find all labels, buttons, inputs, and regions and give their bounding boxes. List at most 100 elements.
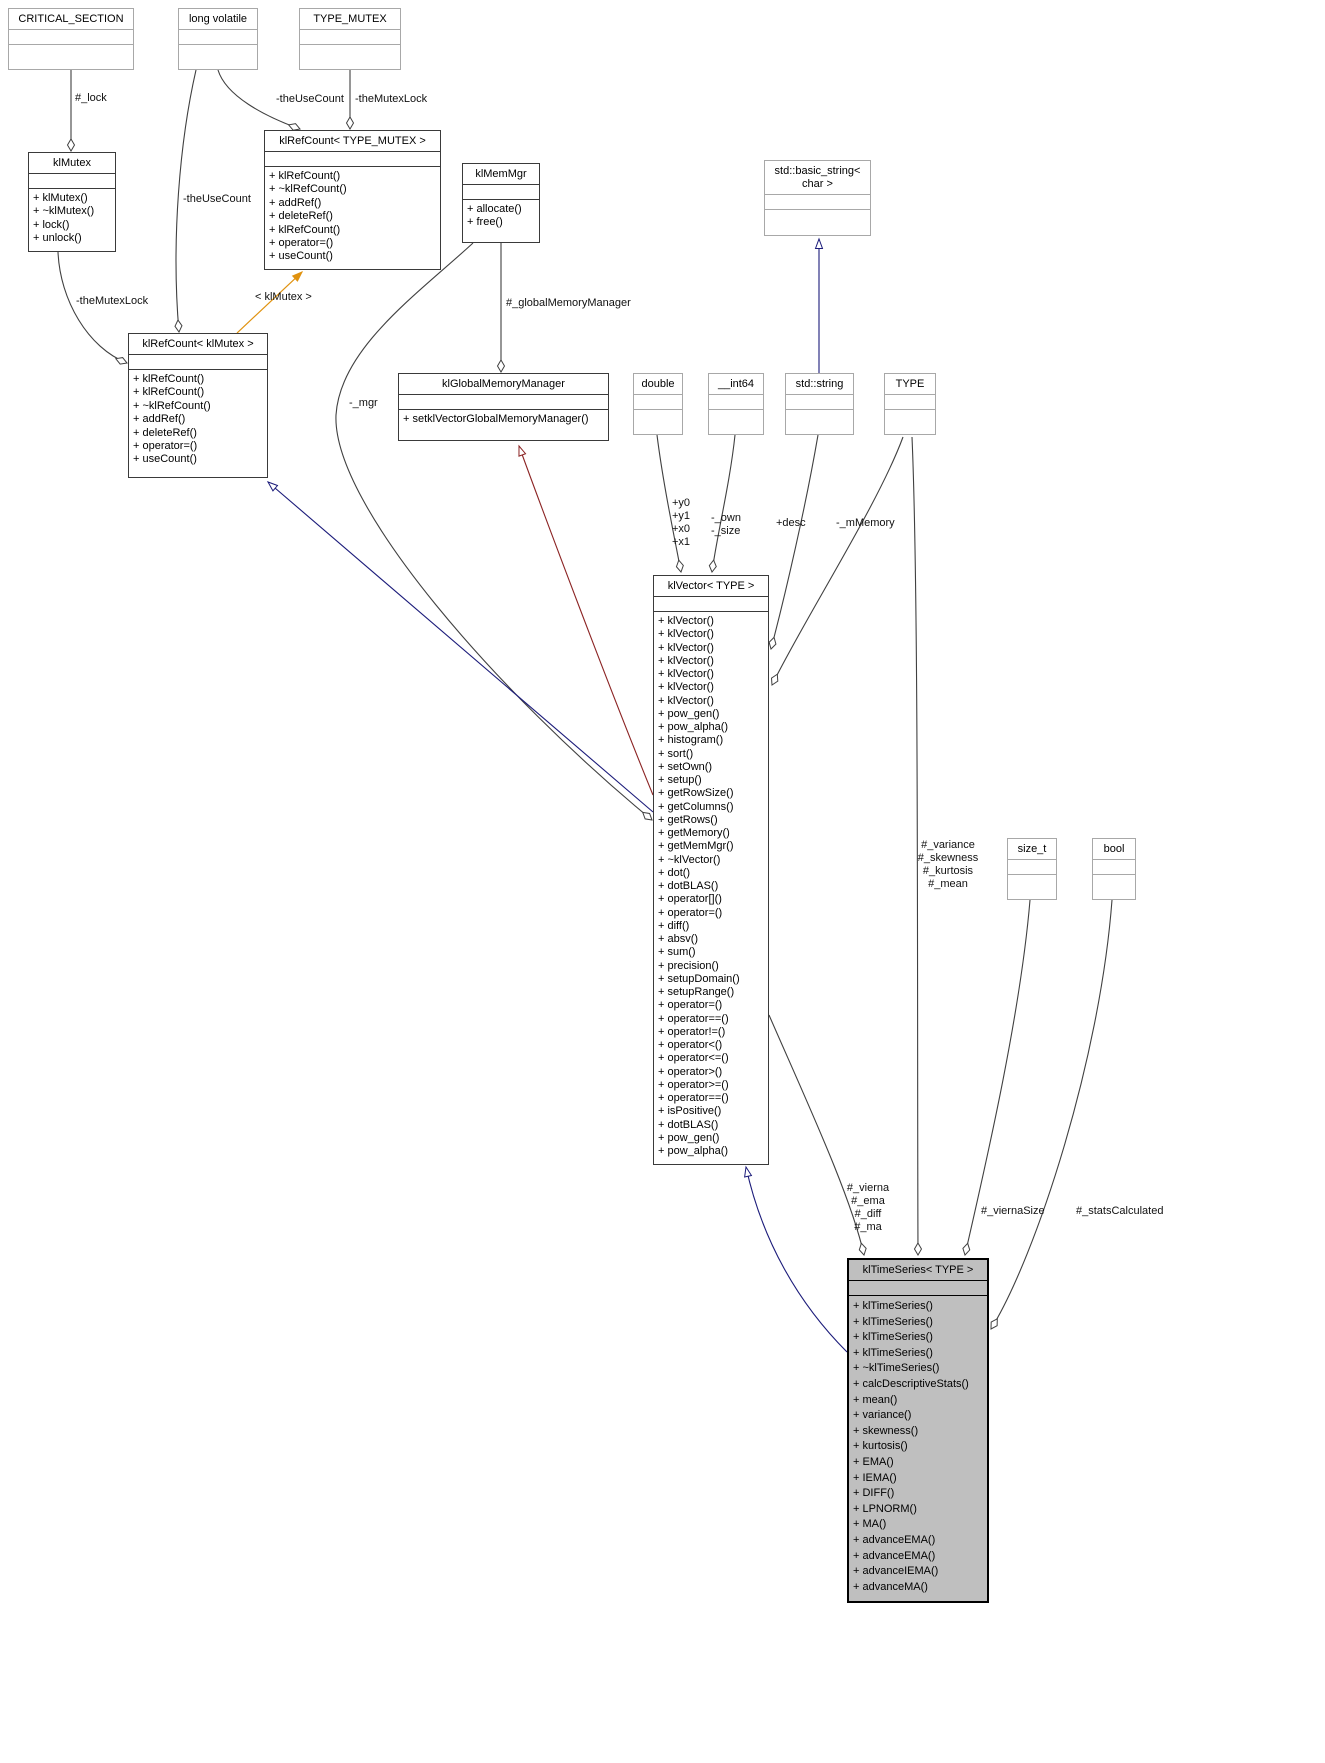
method-label: + setOwn() xyxy=(658,760,713,773)
class-methods: + klRefCount()+ klRefCount()+ ~klRefCoun… xyxy=(129,370,267,477)
class-box-klmemmgr[interactable]: klMemMgr + allocate()+ free() xyxy=(462,163,540,243)
class-methods-empty xyxy=(634,410,682,434)
method-label: + operator<=() xyxy=(658,1052,729,1065)
edge-label-globalmemorymanager: #_globalMemoryManager xyxy=(506,297,631,309)
edge-series-fields xyxy=(768,1014,867,1256)
class-attributes-empty xyxy=(709,395,763,410)
class-attributes-empty xyxy=(765,195,870,210)
class-box-size-t: size_t xyxy=(1007,838,1057,900)
method-label: + allocate() xyxy=(467,203,522,215)
class-box-double: double xyxy=(633,373,683,435)
edge-int64-fields xyxy=(708,434,736,573)
class-methods-empty xyxy=(709,410,763,434)
method-label: + pow_alpha() xyxy=(658,1145,729,1157)
edge-kltimeseries-inherits-klvector xyxy=(744,1165,848,1353)
method-label: + DIFF() xyxy=(853,1487,895,1500)
edge-label-theusecount-2: -theUseCount xyxy=(183,193,251,205)
method-label: + operator=() xyxy=(133,440,198,453)
class-attributes-empty xyxy=(849,1281,987,1296)
method-label: + klVector() xyxy=(658,668,714,680)
class-title: klMutex xyxy=(29,153,115,174)
edge-mmemory xyxy=(770,436,904,686)
edge-label-template-klmutex: < klMutex > xyxy=(255,291,312,303)
edge-label-lock: #_lock xyxy=(75,92,107,104)
method-label: + ~klRefCount() xyxy=(133,399,211,412)
method-label: + dotBLAS() xyxy=(658,1118,719,1131)
method-label: + klVector() xyxy=(658,615,714,627)
method-label: + lock() xyxy=(33,218,70,231)
method-label: + dot() xyxy=(658,866,691,879)
method-label: + klTimeSeries() xyxy=(853,1346,933,1359)
method-label: + absv() xyxy=(658,933,699,945)
method-label: + klTimeSeries() xyxy=(853,1300,933,1312)
method-label: + setupDomain() xyxy=(658,972,740,985)
method-label: + getRowSize() xyxy=(658,787,734,800)
class-methods-empty xyxy=(885,410,935,434)
class-box-klmutex[interactable]: klMutex + klMutex()+ ~klMutex()+ lock()+… xyxy=(28,152,116,252)
class-box-int64: __int64 xyxy=(708,373,764,435)
method-label: + operator<() xyxy=(658,1039,723,1051)
method-label: + mean() xyxy=(853,1393,898,1406)
edge-template-instance-klmutex xyxy=(236,271,304,334)
class-title: klRefCount< klMutex > xyxy=(129,334,267,355)
method-label: + IEMA() xyxy=(853,1471,897,1484)
method-label: + ~klVector() xyxy=(658,853,721,866)
method-label: + ~klMutex() xyxy=(33,205,95,218)
method-label: + addRef() xyxy=(133,413,186,426)
class-attributes-empty xyxy=(399,395,608,410)
class-methods-empty xyxy=(765,210,870,235)
class-attributes-empty xyxy=(29,174,115,189)
class-title: std::basic_string< char > xyxy=(765,161,870,195)
class-title: TYPE xyxy=(885,374,935,395)
method-label: + advanceEMA() xyxy=(853,1533,936,1546)
method-label: + klRefCount() xyxy=(133,373,205,385)
method-label: + advanceMA() xyxy=(853,1580,928,1593)
method-label: + setup() xyxy=(658,774,702,786)
method-label: + operator>() xyxy=(658,1065,723,1078)
edge-stats-fields xyxy=(911,436,923,1256)
class-methods: + klTimeSeries() + klTimeSeries() + klTime… xyxy=(849,1296,987,1601)
class-methods: + klRefCount()+ ~klRefCount()+ addRef()+… xyxy=(265,167,440,269)
method-label: + klTimeSeries() xyxy=(853,1315,933,1328)
class-attributes-empty xyxy=(634,395,682,410)
class-attributes-empty xyxy=(463,185,539,200)
class-attributes-empty xyxy=(129,355,267,370)
class-box-long-volatile: long volatile xyxy=(178,8,258,70)
method-label: + unlock() xyxy=(33,232,82,245)
class-methods: + klMutex()+ ~klMutex()+ lock()+ unlock(… xyxy=(29,189,115,251)
class-box-bool: bool xyxy=(1092,838,1136,900)
class-box-kltimeseries[interactable]: klTimeSeries< TYPE > + klTimeSeries()+ k… xyxy=(847,1258,989,1603)
method-label: + useCount() xyxy=(269,250,333,263)
method-label: + dotBLAS() xyxy=(658,880,719,892)
class-box-klrefcount-klmutex[interactable]: klRefCount< klMutex > + klRefCount()+ kl… xyxy=(128,333,268,478)
edge-statscalculated xyxy=(990,899,1113,1330)
class-box-type-param: TYPE xyxy=(884,373,936,435)
class-title: CRITICAL_SECTION xyxy=(9,9,133,30)
class-title: klRefCount< TYPE_MUTEX > xyxy=(265,131,440,152)
method-label: + setklVectorGlobalMemoryManager() xyxy=(403,413,589,425)
method-label: + variance() xyxy=(853,1409,912,1422)
method-label: + operator=() xyxy=(658,906,723,919)
class-box-std-basic-string: std::basic_string< char > xyxy=(764,160,871,236)
method-label: + pow_gen() xyxy=(658,1131,720,1144)
class-title: size_t xyxy=(1008,839,1056,860)
method-label: + klMutex() xyxy=(33,192,88,204)
method-label: + operator>=() xyxy=(658,1078,729,1091)
class-box-klglobalmemorymanager[interactable]: klGlobalMemoryManager + setklVectorGloba… xyxy=(398,373,609,441)
class-box-std-string: std::string xyxy=(785,373,854,435)
method-label: + klTimeSeries() xyxy=(853,1331,933,1344)
class-attributes-empty xyxy=(1093,860,1135,875)
class-methods-empty xyxy=(786,410,853,434)
class-title: double xyxy=(634,374,682,395)
class-box-klrefcount-typemutex[interactable]: klRefCount< TYPE_MUTEX > + klRefCount()+… xyxy=(264,130,441,270)
method-label: + klVector() xyxy=(658,681,714,694)
method-label: + klVector() xyxy=(658,641,714,654)
method-label: + operator==() xyxy=(658,1092,729,1104)
class-methods-empty xyxy=(179,45,257,69)
class-box-klvector[interactable]: klVector< TYPE > + klVector()+ klVector(… xyxy=(653,575,769,1165)
method-label: + skewness() xyxy=(853,1424,919,1437)
class-attributes-empty xyxy=(786,395,853,410)
method-label: + getMemMgr() xyxy=(658,840,734,853)
method-label: + operator!=() xyxy=(658,1025,726,1038)
method-label: + advanceEMA() xyxy=(853,1549,936,1562)
